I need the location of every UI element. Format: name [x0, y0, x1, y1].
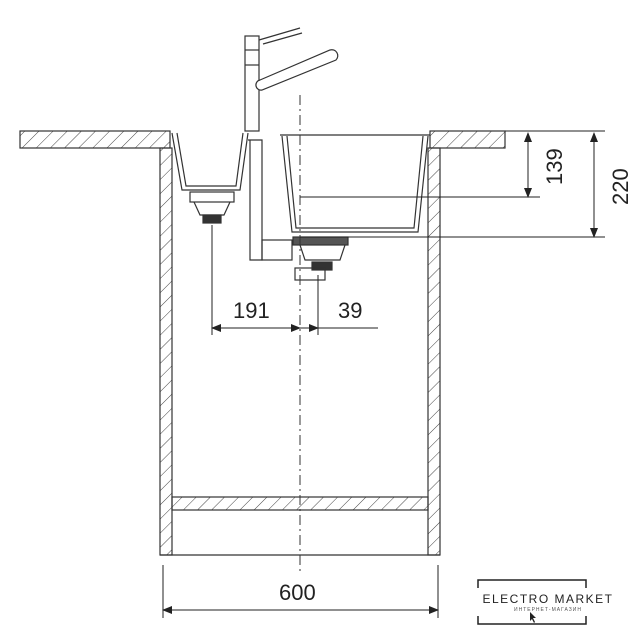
overflow-pipe	[248, 139, 263, 261]
countertop-right	[429, 130, 506, 149]
countertop-left	[19, 130, 171, 149]
dimension-600: 600	[279, 580, 316, 605]
large-bowl	[261, 134, 430, 281]
faucet	[244, 27, 339, 132]
logo-subtitle: ИНТЕРНЕТ-МАГАЗИН	[514, 607, 582, 613]
dimension-139: 139	[542, 148, 567, 185]
logo-frame	[477, 579, 587, 625]
cabinet-right-wall	[427, 147, 441, 556]
small-bowl	[171, 132, 249, 224]
logo-title: ELECTRO MARKET	[482, 592, 614, 606]
dimension-191: 191	[233, 298, 270, 323]
cabinet-left-wall	[159, 147, 173, 556]
electro-market-logo: ELECTRO MARKET ИНТЕРНЕТ-МАГАЗИН	[468, 578, 628, 628]
dimension-220: 220	[608, 168, 633, 205]
dimension-39: 39	[338, 298, 362, 323]
